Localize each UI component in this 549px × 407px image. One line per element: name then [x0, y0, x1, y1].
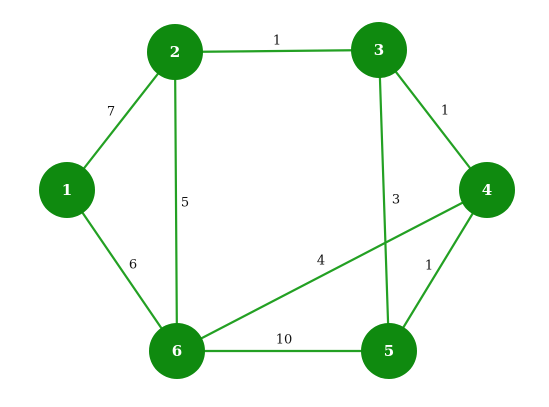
- node-circle-6: [149, 323, 205, 379]
- node-label-1: 1: [62, 181, 72, 199]
- node-label-5: 5: [384, 342, 394, 360]
- node-3: 3: [351, 22, 407, 78]
- edge-1-2: [65, 50, 177, 192]
- edge-weight-2-6: 5: [181, 196, 189, 211]
- edge-weight-4-6: 4: [317, 254, 325, 269]
- edge-2-3: [173, 48, 381, 54]
- weights-layer: 7 1 1 6 5 3 4 1 10: [107, 34, 449, 348]
- edge-weight-1-2: 7: [107, 105, 115, 120]
- edge-3-4: [377, 48, 489, 192]
- edge-weight-1-6: 6: [129, 258, 137, 273]
- node-1: 1: [39, 162, 95, 218]
- node-4: 4: [459, 162, 515, 218]
- edge-4-6: [175, 188, 489, 353]
- node-circle-1: [39, 162, 95, 218]
- node-circle-4: [459, 162, 515, 218]
- node-label-6: 6: [172, 342, 182, 360]
- edge-weight-2-3: 1: [273, 34, 281, 49]
- edge-weight-3-4: 1: [441, 104, 449, 119]
- node-6: 6: [149, 323, 205, 379]
- edge-4-5: [387, 188, 489, 353]
- edge-3-5: [377, 48, 391, 353]
- edges-layer: [65, 48, 489, 353]
- node-circle-3: [351, 22, 407, 78]
- edge-weight-6-5: 10: [276, 333, 293, 348]
- edge-1-6: [65, 188, 179, 353]
- node-label-3: 3: [374, 41, 384, 59]
- edge-weight-3-5: 3: [392, 193, 400, 208]
- node-label-4: 4: [482, 181, 492, 199]
- node-circle-5: [361, 323, 417, 379]
- node-circle-2: [147, 24, 203, 80]
- edge-2-6: [173, 50, 179, 353]
- node-2: 2: [147, 24, 203, 80]
- node-5: 5: [361, 323, 417, 379]
- edge-weight-4-5: 1: [425, 259, 433, 274]
- nodes-layer: 1 2 3 4 5 6: [39, 22, 515, 379]
- node-label-2: 2: [170, 43, 180, 61]
